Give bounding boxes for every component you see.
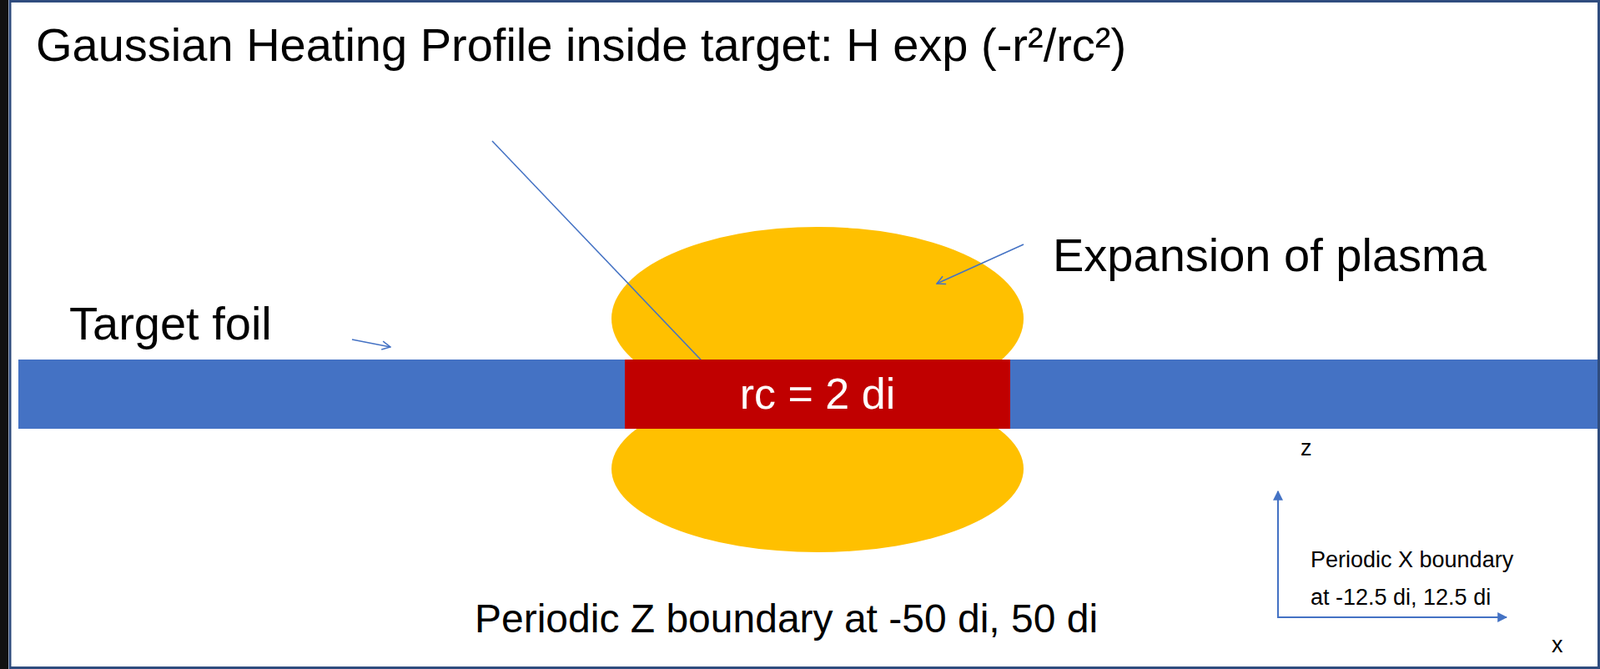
label-text: z [1300,435,1313,461]
label-text: Expansion of plasma [1052,228,1487,282]
x-axis [1277,616,1507,619]
plasma-callout: Expansion of plasma [1052,228,1487,282]
boundary-note: Periodic X boundary at -12.5 di, 12.5 di [1310,541,1530,617]
left-edge-bar [0,0,9,669]
region-label: rc = 2 di [739,369,896,420]
frame-border [10,1,1600,669]
boundary-note: Periodic Z boundary at -50 di, 50 di [474,595,1098,642]
label-text: Gaussian Heating Profile inside target: … [35,18,1127,71]
label-text: Periodic X boundary at -12.5 di, 12.5 di [1310,547,1514,610]
leader-line [352,339,391,348]
heating-region: rc = 2 di [624,359,1011,429]
label-text: x [1551,632,1564,658]
axis-label: z [1300,435,1313,462]
leader-line [936,244,1024,284]
foil-callout: Target foil [69,296,272,351]
label-text: Periodic Z boundary at -50 di, 50 di [474,596,1098,641]
heating-profile-callout: Gaussian Heating Profile inside target: … [35,18,1127,72]
z-axis [1277,491,1279,619]
target-foil-band [18,359,1598,429]
leader-line [492,140,716,376]
label-text: Target foil [69,296,272,350]
axis-label: x [1551,632,1564,659]
